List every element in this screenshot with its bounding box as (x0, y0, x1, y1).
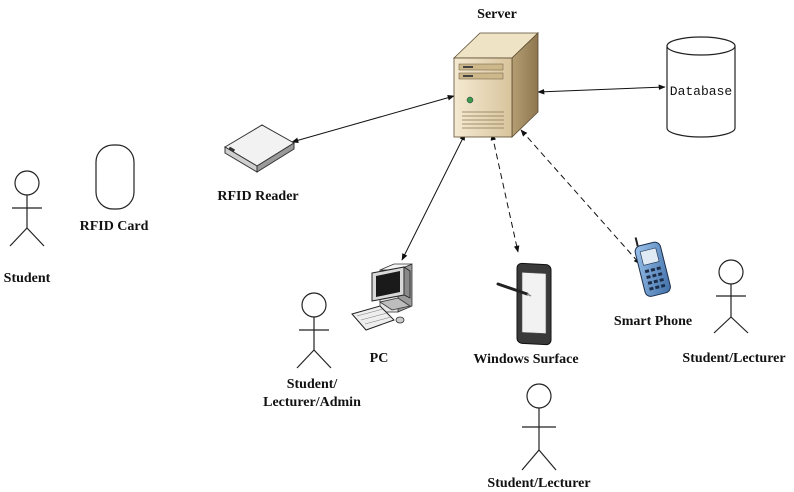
smart-phone-icon (634, 237, 671, 297)
windows-surface-label: Windows Surface (473, 352, 578, 367)
database-icon (666, 36, 736, 138)
database-label: Database (670, 84, 732, 99)
phone-user-label: Student/Lecturer (682, 351, 785, 366)
pc-label: PC (370, 351, 389, 366)
windows-surface-icon (496, 262, 552, 346)
rfid-reader-label: RFID Reader (217, 189, 298, 204)
surface-user-actor-icon (521, 383, 557, 471)
server-icon (453, 32, 539, 138)
rfid-card-icon (95, 144, 135, 210)
admin-actor-icon (296, 292, 332, 369)
student-label: Student (4, 271, 51, 286)
student-actor-icon (9, 170, 45, 247)
rfid-card-label: RFID Card (80, 219, 149, 234)
rfid-reader-icon (224, 124, 295, 173)
pc-user-label-line1: Student/ (287, 377, 339, 392)
surface-user-label: Student/Lecturer (487, 476, 590, 491)
server-database-link (537, 84, 666, 95)
server-pc-link (401, 133, 466, 261)
pc-icon (351, 263, 413, 331)
server-label: Server (477, 7, 517, 22)
server-surface-link (490, 133, 520, 253)
smart-phone-label: Smart Phone (614, 314, 692, 329)
pc-user-label-line2: Lecturer/Admin (263, 395, 361, 410)
phone-user-actor-icon (713, 259, 749, 334)
server-phone-link (520, 129, 641, 265)
server-rfid-reader-link (291, 95, 455, 143)
